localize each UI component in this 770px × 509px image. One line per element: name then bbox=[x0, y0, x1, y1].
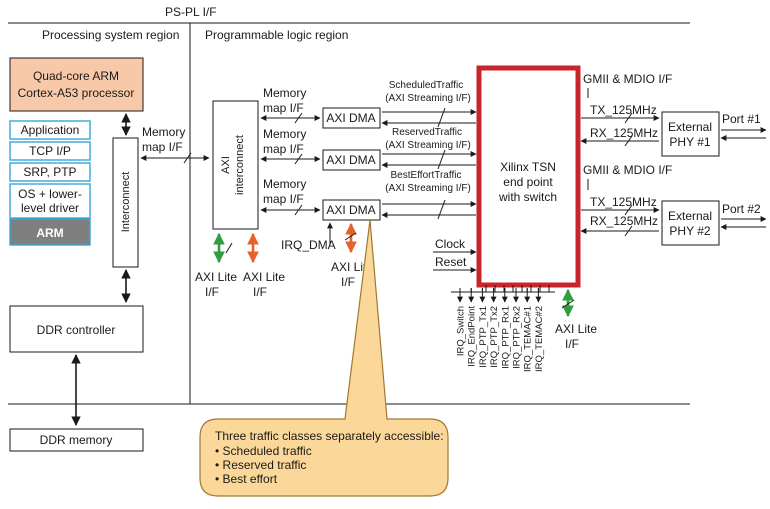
svg-text:Quad-core ARM: Quad-core ARM bbox=[33, 69, 119, 83]
ps-memmap-label: Memory bbox=[142, 125, 185, 139]
arm-processor-box: Quad-core ARM Cortex-A53 processor bbox=[9, 57, 144, 112]
irq-dma-label: IRQ_DMA bbox=[281, 238, 336, 252]
callout-item-best-effort: • Best effort bbox=[215, 472, 278, 486]
rx-label-1: RX_125MHz bbox=[590, 126, 658, 140]
axi-lite-label-4: AXI Lite bbox=[555, 322, 597, 336]
svg-text:AXI DMA: AXI DMA bbox=[326, 153, 375, 167]
port-2-label: Port #2 bbox=[722, 202, 761, 216]
tx-label-1: TX_125MHz bbox=[590, 103, 657, 117]
svg-text:map I/F: map I/F bbox=[142, 140, 183, 154]
svg-text:Memory: Memory bbox=[263, 127, 306, 141]
stack-srp-ptp: SRP, PTP bbox=[23, 165, 76, 179]
irq-label: IRQ_TEMAC#1 bbox=[523, 306, 534, 372]
ddr-controller-box: DDR controller bbox=[9, 305, 144, 353]
svg-text:Memory: Memory bbox=[263, 86, 306, 100]
traffic-scheduled-name: ScheduledTraffic bbox=[389, 80, 464, 91]
irq-label: IRQ_Switch bbox=[456, 306, 467, 356]
tx-label-2: TX_125MHz bbox=[590, 195, 657, 209]
stack-tcp: TCP I/P bbox=[29, 144, 71, 158]
svg-text:PHY #1: PHY #1 bbox=[669, 135, 710, 149]
irq-label: IRQ_PTP_Rx2 bbox=[512, 306, 523, 369]
programmable-region-label: Programmable logic region bbox=[205, 28, 348, 42]
svg-text:External: External bbox=[668, 209, 712, 223]
irq-lines bbox=[451, 285, 555, 303]
svg-text:map I/F: map I/F bbox=[263, 142, 304, 156]
svg-text:Memory: Memory bbox=[263, 177, 306, 191]
svg-text:I/F: I/F bbox=[341, 275, 355, 289]
svg-text:I/F: I/F bbox=[565, 337, 579, 351]
irq-label: IRQ_TEMAC#2 bbox=[534, 306, 545, 372]
irq-label: IRQ_PTP_Tx2 bbox=[489, 306, 500, 368]
svg-text:interconnect: interconnect bbox=[234, 135, 246, 195]
gmii-label-1: GMII & MDIO I/F bbox=[583, 72, 672, 86]
callout-item-reserved: • Reserved traffic bbox=[215, 458, 306, 472]
svg-text:Interconnect: Interconnect bbox=[120, 172, 132, 233]
svg-text:AXI: AXI bbox=[220, 156, 232, 174]
processing-region-label: Processing system region bbox=[42, 28, 179, 42]
software-stack: Application TCP I/P SRP, PTP OS + lower-… bbox=[9, 120, 91, 246]
axi-dma-box-3: AXI DMA bbox=[322, 199, 381, 221]
svg-text:(AXI Streaming I/F): (AXI Streaming I/F) bbox=[385, 140, 471, 151]
external-phy-2-box: External PHY #2 bbox=[661, 200, 720, 246]
axi-dma-box-1: AXI DMA bbox=[322, 107, 381, 129]
pspl-label: PS-PL I/F bbox=[165, 5, 217, 19]
svg-text:AXI DMA: AXI DMA bbox=[326, 203, 375, 217]
pl-memmap-labels: Memory map I/F Memory map I/F Memory map… bbox=[263, 86, 306, 206]
tsn-switch-box: Xilinx TSN end point with switch bbox=[476, 65, 581, 288]
axi-dma-box-2: AXI DMA bbox=[322, 149, 381, 171]
axi-lite-label-3: AXI Lite bbox=[331, 260, 373, 274]
rx-label-2: RX_125MHz bbox=[590, 214, 658, 228]
traffic-reserved-name: ReservedTraffic bbox=[392, 127, 462, 138]
axi-lite-label-1: AXI Lite bbox=[195, 270, 237, 284]
ps-interconnect-box: Interconnect bbox=[112, 137, 139, 268]
stack-arm: ARM bbox=[36, 226, 63, 240]
dma-tsn-arrows bbox=[381, 107, 477, 220]
traffic-labels: ScheduledTraffic (AXI Streaming I/F) Res… bbox=[385, 80, 471, 194]
port-1-label: Port #1 bbox=[722, 112, 761, 126]
callout-item-scheduled: • Scheduled traffic bbox=[215, 444, 312, 458]
axi-interconnect-box: AXI interconnect bbox=[212, 100, 259, 230]
svg-text:map I/F: map I/F bbox=[263, 101, 304, 115]
svg-text:External: External bbox=[668, 120, 712, 134]
bus-slash bbox=[183, 152, 192, 164]
svg-text:level driver: level driver bbox=[21, 201, 79, 215]
svg-text:map I/F: map I/F bbox=[263, 192, 304, 206]
irq-label: IRQ_PTP_Tx1 bbox=[478, 306, 489, 368]
gmii-label-2: GMII & MDIO I/F bbox=[583, 163, 672, 177]
traffic-callout: Three traffic classes separately accessi… bbox=[199, 219, 449, 497]
svg-text:(AXI Streaming I/F): (AXI Streaming I/F) bbox=[385, 183, 471, 194]
svg-text:Xilinx TSN: Xilinx TSN bbox=[500, 160, 556, 174]
svg-text:PHY #2: PHY #2 bbox=[669, 224, 710, 238]
irq-label: IRQ_PTP_Rx1 bbox=[500, 306, 511, 369]
callout-title: Three traffic classes separately accessi… bbox=[215, 429, 444, 443]
svg-text:DDR memory: DDR memory bbox=[40, 433, 113, 447]
stack-os: OS + lower- bbox=[18, 187, 82, 201]
svg-text:I/F: I/F bbox=[205, 285, 219, 299]
clock-label: Clock bbox=[435, 237, 466, 251]
external-phy-1-box: External PHY #1 bbox=[661, 111, 720, 157]
svg-text:with switch: with switch bbox=[498, 190, 557, 204]
svg-text:I/F: I/F bbox=[253, 285, 267, 299]
ddr-memory-box: DDR memory bbox=[9, 428, 144, 452]
svg-text:end point: end point bbox=[503, 175, 553, 189]
reset-label: Reset bbox=[435, 255, 467, 269]
irq-label: IRQ_EndPoint bbox=[467, 306, 478, 367]
svg-text:DDR controller: DDR controller bbox=[37, 323, 116, 337]
stack-application: Application bbox=[21, 123, 80, 137]
svg-text:AXI DMA: AXI DMA bbox=[326, 111, 375, 125]
svg-text:Cortex-A53 processor: Cortex-A53 processor bbox=[18, 86, 135, 100]
svg-text:(AXI Streaming I/F): (AXI Streaming I/F) bbox=[385, 93, 471, 104]
traffic-besteffort-name: BestEffortTraffic bbox=[391, 170, 462, 181]
interconnect-dma-arrows bbox=[260, 112, 321, 216]
axi-lite-label-2: AXI Lite bbox=[243, 270, 285, 284]
